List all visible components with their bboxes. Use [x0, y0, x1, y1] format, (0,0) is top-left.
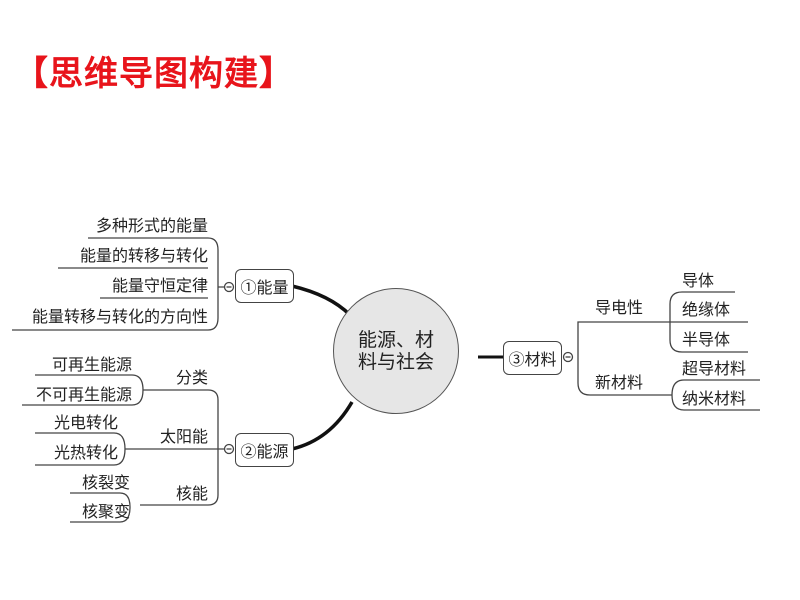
leaf: 能量转移与转化的方向性 [31, 307, 208, 326]
leaf: 超导材料 [682, 359, 747, 378]
leaf: 光电转化 [53, 413, 118, 432]
central-topic: 能源、材料与社会 [333, 288, 459, 414]
node-energy: ①能量 [235, 269, 294, 303]
leaf: 半导体 [682, 330, 731, 349]
group-label: 核能 [175, 484, 208, 503]
leaf: 不可再生能源 [35, 385, 132, 404]
leaf: 核聚变 [81, 502, 130, 521]
group-label: 导电性 [595, 298, 644, 317]
group-label: 太阳能 [159, 427, 208, 446]
central-topic-label: 能源、材料与社会 [357, 329, 434, 373]
node-energy-source: ②能源 [235, 433, 294, 467]
leaf: 可再生能源 [51, 355, 132, 374]
group-label: 新材料 [595, 373, 644, 392]
node-material: ③材料 [503, 341, 562, 375]
leaf: 多种形式的能量 [95, 216, 208, 235]
leaf: 导体 [682, 271, 715, 290]
leaf: 核裂变 [81, 473, 130, 492]
leaf: 能量的转移与转化 [79, 246, 208, 265]
leaf: 纳米材料 [682, 389, 747, 408]
group-label: 分类 [175, 368, 208, 387]
leaf: 绝缘体 [682, 300, 731, 319]
page-title: 【思维导图构建】 [14, 54, 294, 94]
leaf: 光热转化 [53, 443, 118, 462]
leaf: 能量守恒定律 [111, 276, 208, 295]
